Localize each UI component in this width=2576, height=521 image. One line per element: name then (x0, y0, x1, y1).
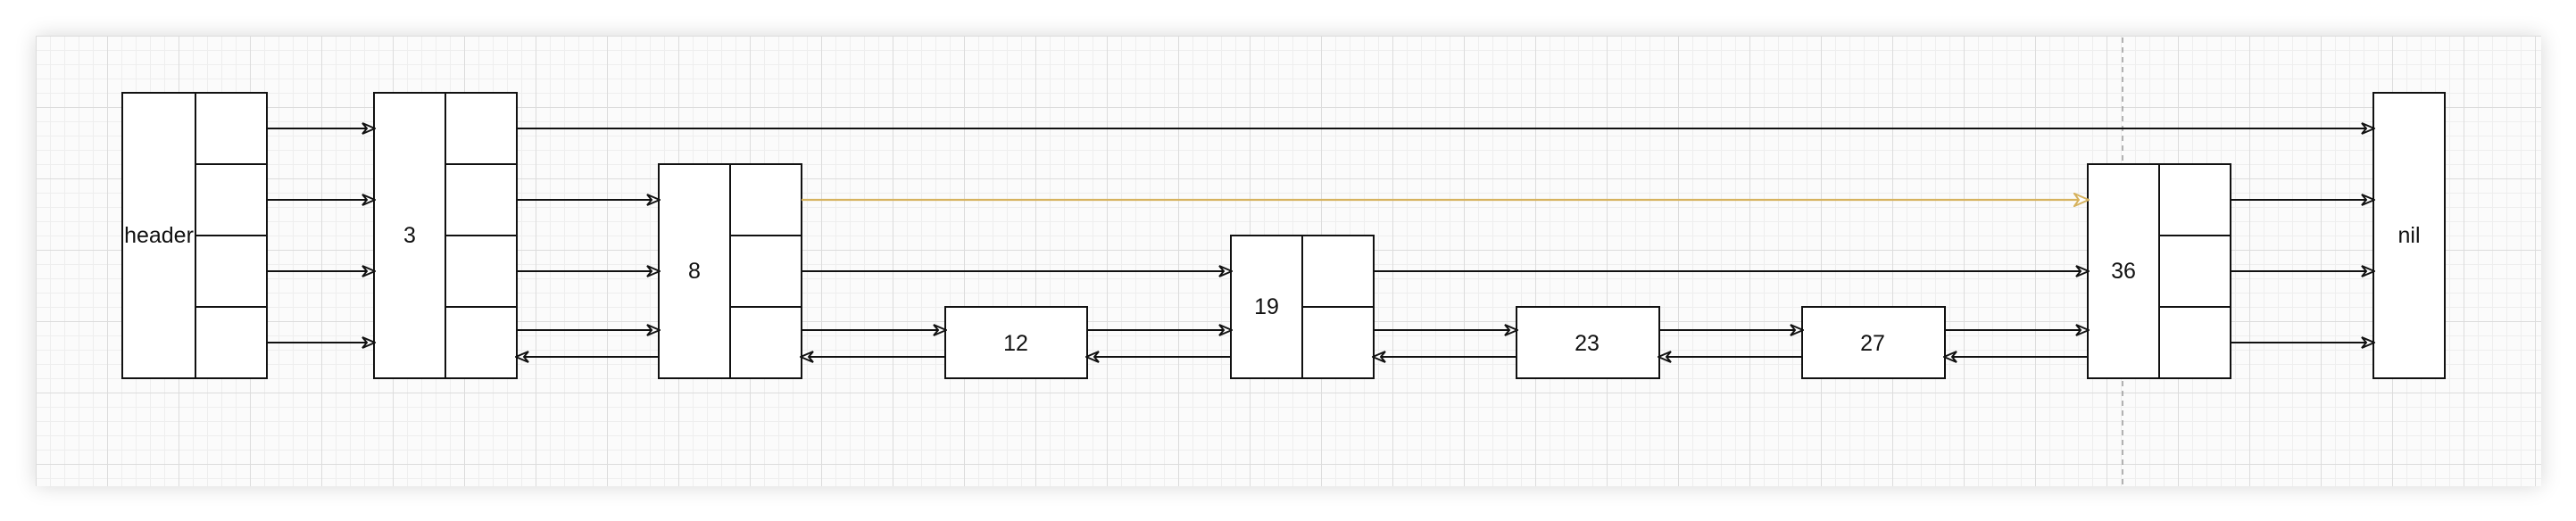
node-8 (658, 163, 802, 379)
node-nil-label: nil (2397, 223, 2420, 248)
node-27 (1801, 306, 1946, 379)
node-header-label: header (124, 223, 194, 248)
node-8-label: 8 (688, 259, 701, 284)
node-12-label: 12 (1003, 331, 1028, 356)
node-3-label: 3 (403, 223, 416, 248)
node-27-label: 27 (1860, 331, 1885, 356)
arrows (267, 128, 2373, 357)
node-12 (944, 306, 1088, 379)
node-19-label: 19 (1254, 294, 1279, 319)
node-36-label: 36 (2111, 259, 2136, 284)
node-nil (2372, 92, 2446, 379)
node-23 (1516, 306, 1660, 379)
node-19 (1230, 235, 1375, 379)
node-36 (2087, 163, 2231, 379)
node-3 (373, 92, 518, 379)
node-23-label: 23 (1575, 331, 1600, 356)
